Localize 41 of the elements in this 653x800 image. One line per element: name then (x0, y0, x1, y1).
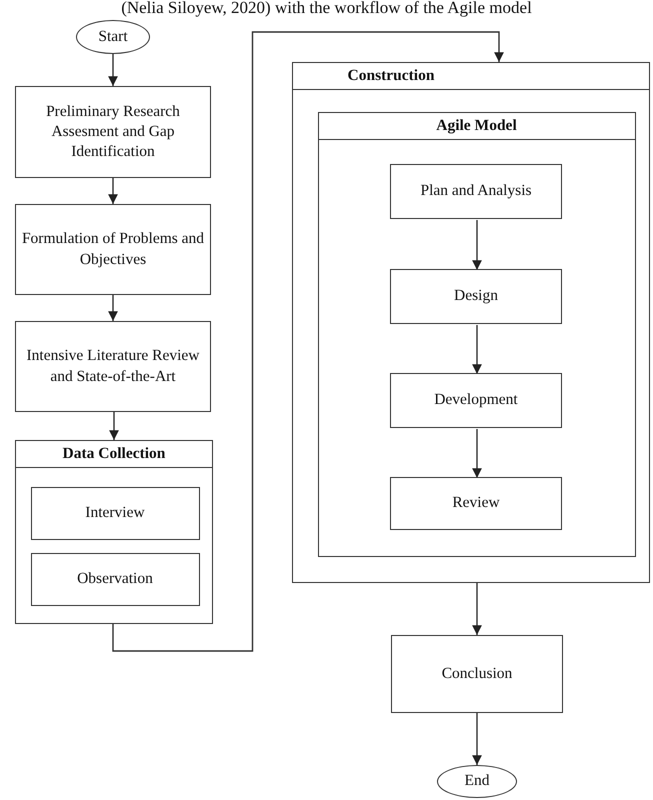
node-label: Formulation of Problems and Objectives (20, 229, 206, 270)
group-container (15, 440, 213, 624)
group-heading: Agile Model (436, 116, 517, 134)
arrow (108, 178, 118, 204)
process-box (390, 164, 562, 219)
node-label: Observation (77, 568, 153, 589)
process-box (30, 552, 200, 606)
process-box (30, 486, 200, 540)
arrow (472, 583, 482, 635)
arrow (472, 429, 482, 478)
process-box (390, 269, 562, 324)
terminal-ellipse (437, 765, 517, 798)
node-label: Start (98, 26, 128, 47)
caption-text: (Nelia Siloyew, 2020) with the workflow of the Agile model (120, 0, 533, 18)
process-box (15, 321, 211, 412)
node-label: Plan and Analysis (420, 181, 532, 202)
group-heading: Data Collection (62, 445, 166, 462)
node-label: Development (434, 390, 518, 410)
arrow (472, 220, 482, 270)
node-label: Conclusion (442, 664, 512, 684)
node-label: Review (452, 493, 500, 514)
arrow (472, 325, 482, 374)
group-container (318, 112, 636, 556)
node-label: End (464, 771, 490, 792)
process-box (15, 86, 211, 178)
process-box (390, 373, 562, 428)
node-label: Interview (85, 502, 145, 523)
terminal-ellipse (76, 20, 150, 54)
arrow (108, 54, 118, 86)
arrow (112, 31, 504, 652)
node-label: Intensive Literature Review and State-of-the-Art (25, 346, 200, 386)
group-heading: Construction (348, 67, 434, 84)
arrow (472, 713, 482, 765)
node-label: Preliminary Research Assesment and Gap Identification (45, 102, 181, 162)
group-container (292, 62, 650, 583)
arrow (108, 295, 118, 321)
process-box (390, 477, 562, 530)
node-label: Design (454, 286, 498, 306)
arrow (109, 412, 119, 440)
process-box (391, 635, 563, 713)
process-box (15, 204, 211, 295)
